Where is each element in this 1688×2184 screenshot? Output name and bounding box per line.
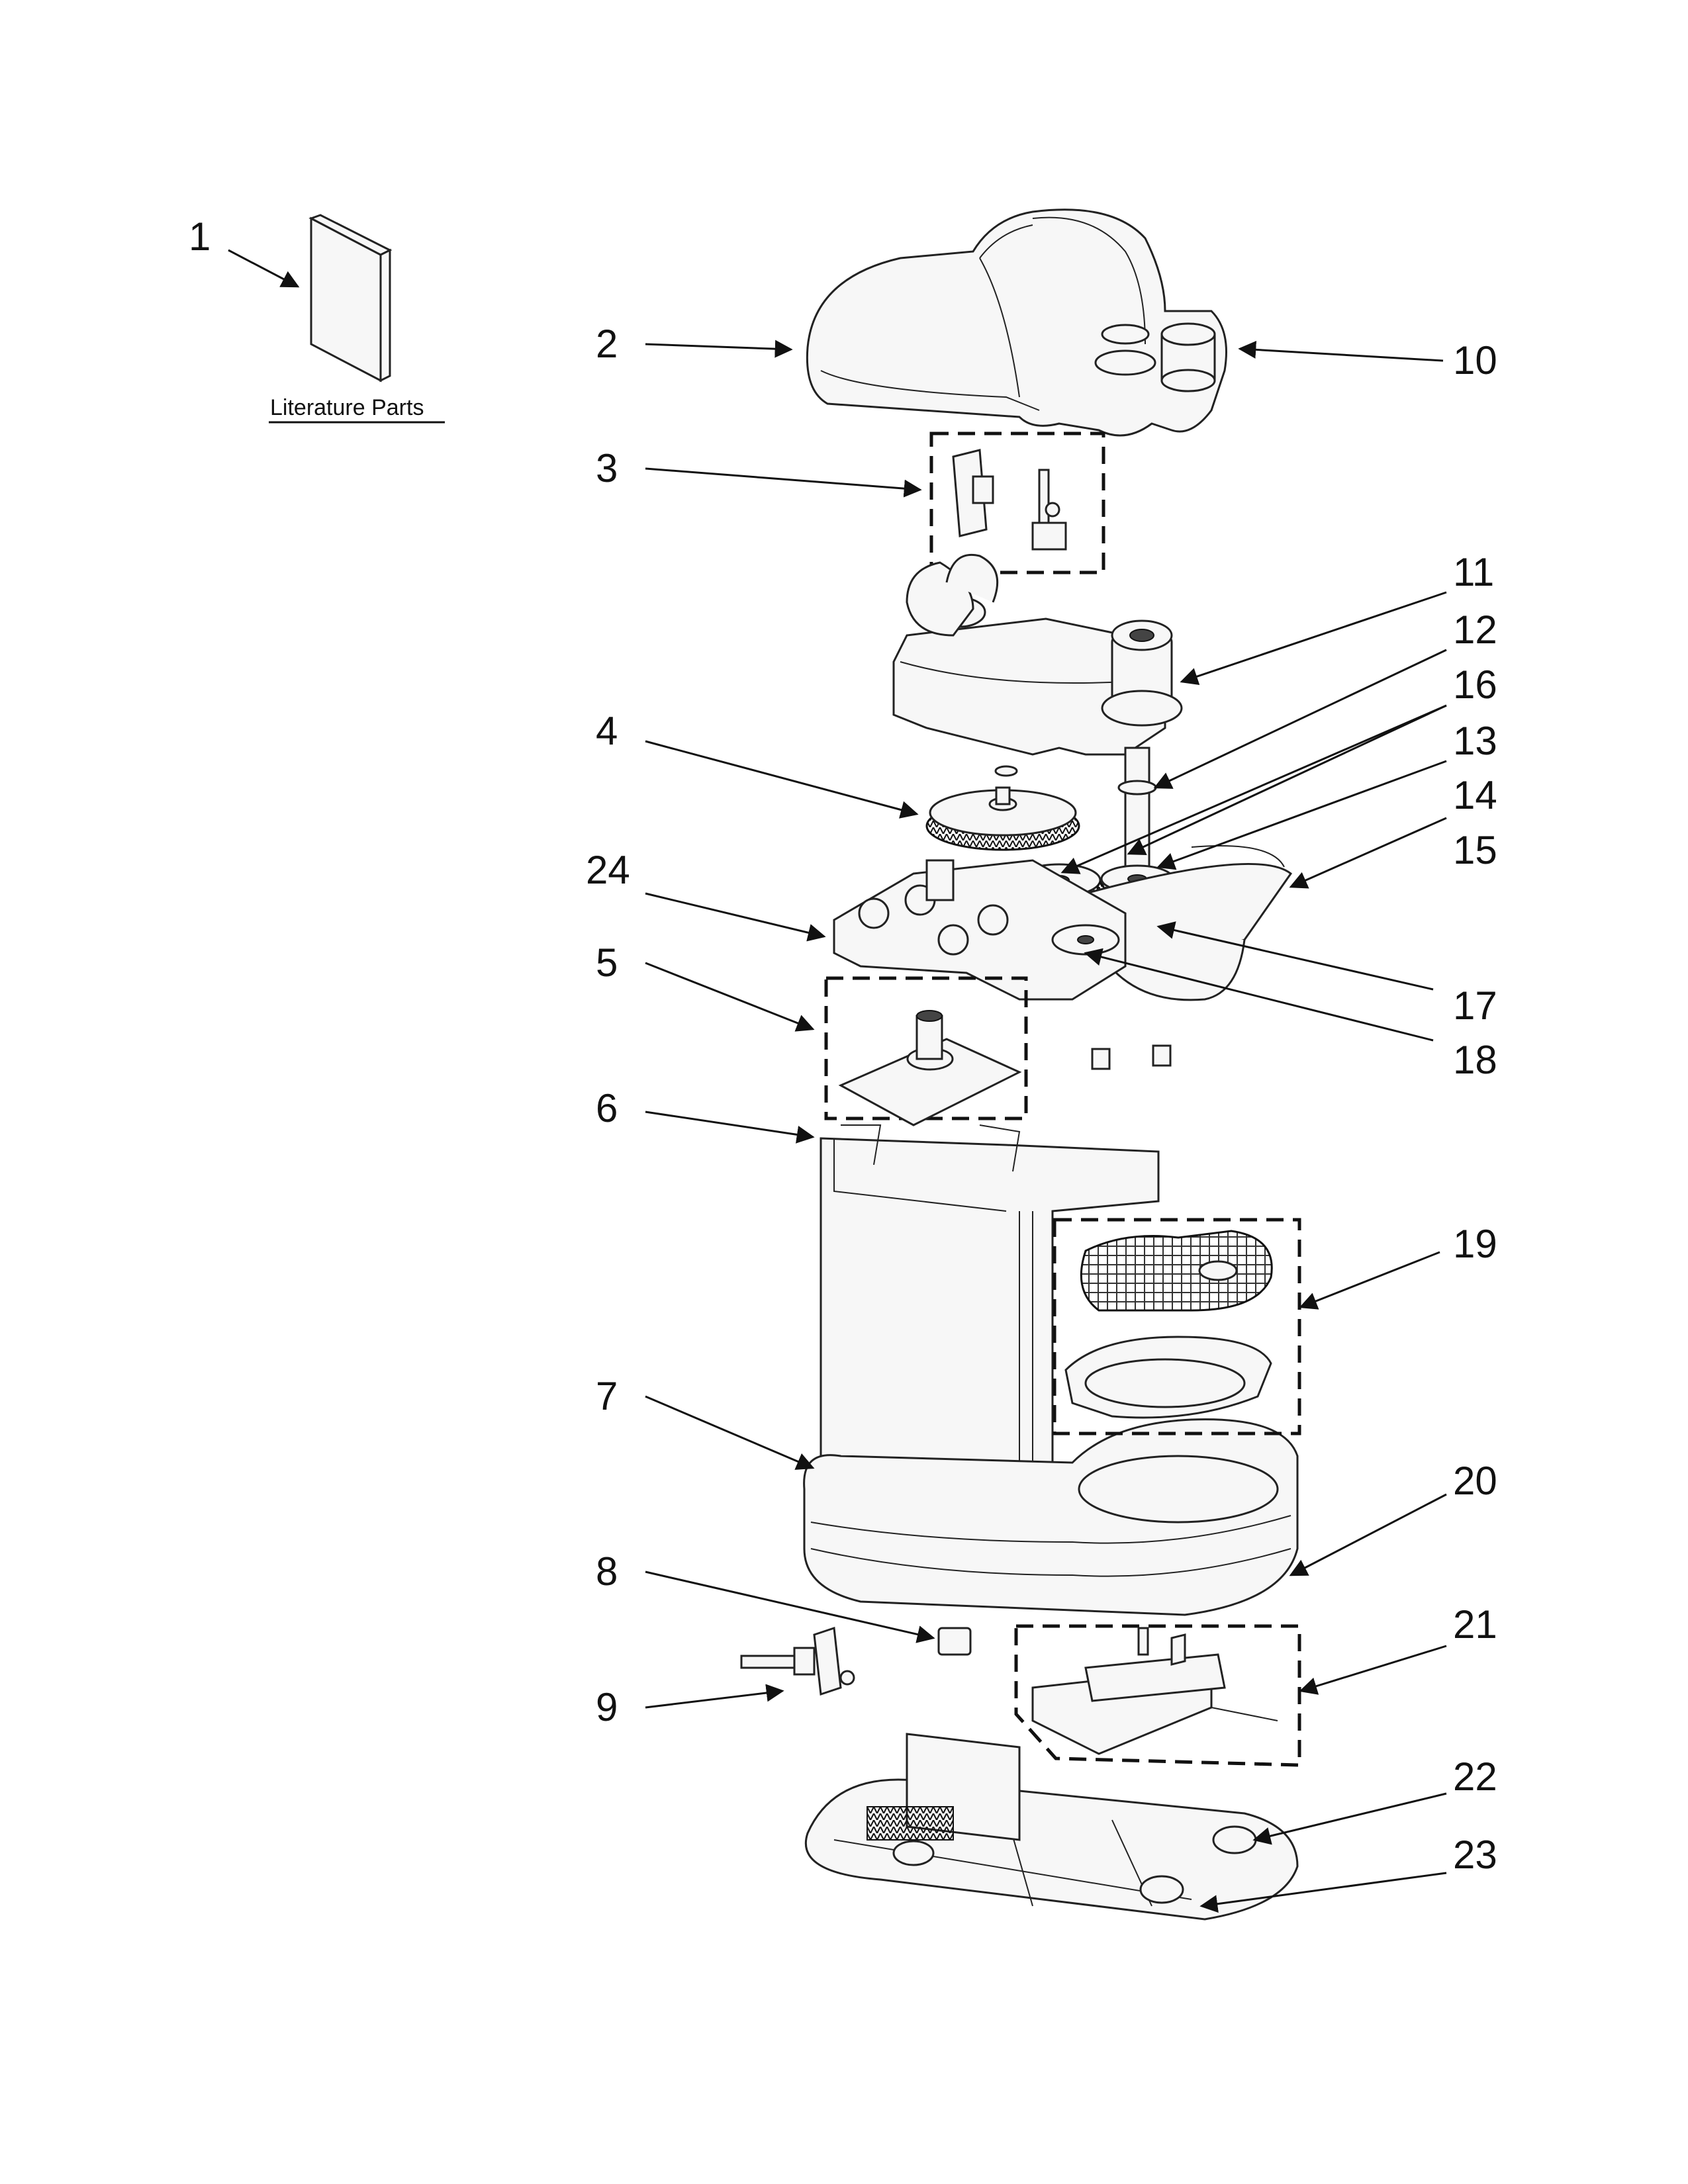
callout-3: 3 — [596, 446, 618, 490]
switch-bracket-box — [1014, 1624, 1301, 1767]
motor-housing — [892, 553, 1183, 756]
top-cover — [806, 208, 1227, 437]
gearbox-ring — [1084, 845, 1293, 1001]
callout-7: 7 — [596, 1374, 618, 1418]
callout-18: 18 — [1453, 1038, 1497, 1082]
switch-assembly-box — [929, 432, 1105, 574]
callout-8: 8 — [596, 1549, 618, 1594]
callout-23: 23 — [1453, 1833, 1497, 1877]
callout-5: 5 — [596, 940, 618, 985]
callout-17: 17 — [1453, 983, 1497, 1028]
callout-22: 22 — [1453, 1754, 1497, 1799]
main-housing — [803, 1124, 1299, 1616]
switch-lever — [740, 1626, 855, 1696]
callout-1: 1 — [189, 214, 211, 259]
callout-15: 15 — [1453, 828, 1497, 872]
callout-10: 10 — [1453, 338, 1497, 383]
shaft — [1117, 747, 1157, 888]
literature-manual — [308, 214, 393, 383]
drip-tray-box — [1053, 1218, 1301, 1435]
callout-21: 21 — [1453, 1602, 1497, 1647]
base-plate — [804, 1733, 1299, 1921]
callout-16: 16 — [1453, 662, 1497, 707]
switch-assembly — [952, 449, 1067, 551]
callout-24: 24 — [586, 848, 630, 892]
callout-2: 2 — [596, 322, 618, 366]
button-cap — [937, 1627, 972, 1656]
motor-mount — [838, 1010, 1022, 1126]
callout-9: 9 — [596, 1685, 618, 1729]
callout-11: 11 — [1453, 550, 1494, 594]
callout-12: 12 — [1453, 608, 1497, 652]
drip-tray — [1064, 1230, 1273, 1419]
gearbox-base — [833, 859, 1172, 1070]
leader-lines — [228, 249, 1447, 1913]
callout-19: 19 — [1453, 1222, 1497, 1266]
large-gear — [925, 765, 1080, 851]
callout-13: 13 — [1453, 719, 1497, 763]
callout-14: 14 — [1453, 773, 1497, 817]
switch-bracket — [1031, 1627, 1278, 1755]
callout-6: 6 — [596, 1086, 618, 1130]
literature-parts-label: Literature Parts — [270, 395, 424, 420]
callout-20: 20 — [1453, 1459, 1497, 1503]
callout-4: 4 — [596, 709, 618, 753]
